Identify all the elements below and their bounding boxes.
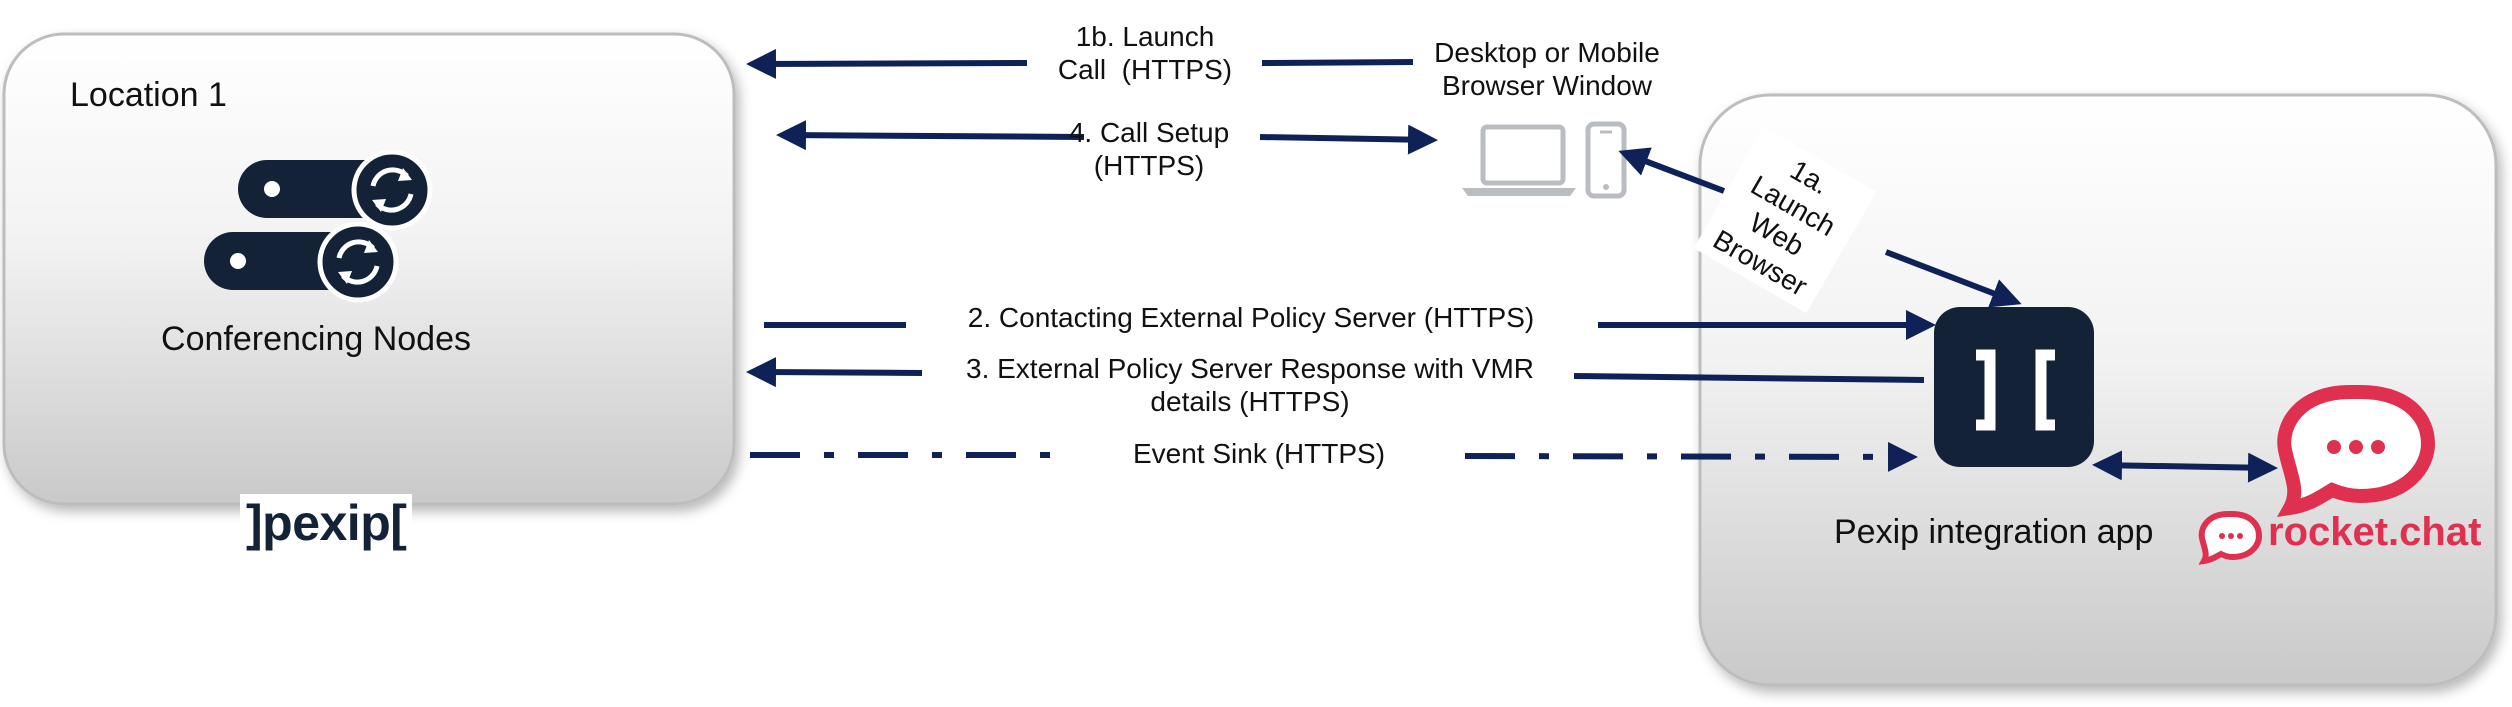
arrow-event-sink bbox=[750, 441, 1918, 472]
arrow-response bbox=[746, 357, 1925, 388]
conferencing-nodes-label: Conferencing Nodes bbox=[161, 320, 471, 358]
call-setup-line2: (HTTPS) bbox=[1093, 150, 1205, 181]
launch-call-line1: 1b. Launch bbox=[1075, 21, 1215, 52]
location-title: Location 1 bbox=[70, 76, 227, 114]
rocketchat-small-icon bbox=[2198, 511, 2263, 565]
integration-box bbox=[1698, 93, 2498, 687]
arrow-call-setup bbox=[776, 120, 1438, 155]
call-setup-label: 4. Call Setup (HTTPS) bbox=[1062, 116, 1236, 182]
pexip-app-icon bbox=[1934, 307, 2094, 467]
arrow-launch-browser bbox=[1618, 147, 2022, 308]
response-label: 3. External Policy Server Response with … bbox=[930, 352, 1570, 418]
server-sync-icon bbox=[204, 149, 433, 303]
response-line2: details (HTTPS) bbox=[1150, 386, 1350, 417]
integration-app-label: Pexip integration app bbox=[1834, 513, 2154, 551]
browser-label: Desktop or Mobile Browser Window bbox=[1394, 36, 1700, 102]
mobile-phone-icon bbox=[1585, 121, 1627, 199]
laptop-icon bbox=[1462, 124, 1576, 196]
rocketchat-wordmark: rocket.chat bbox=[2268, 510, 2482, 554]
arrow-launch-call bbox=[746, 48, 1414, 79]
launch-call-label: 1b. Launch Call (HTTPS) bbox=[1040, 20, 1250, 86]
call-setup-line1: 4. Call Setup bbox=[1068, 117, 1230, 148]
response-line1: 3. External Policy Server Response with … bbox=[966, 353, 1534, 384]
pexip-logo: ]pexip[ bbox=[240, 494, 413, 552]
contacting-label: 2. Contacting External Policy Server (HT… bbox=[967, 302, 1535, 333]
browser-label-line1: Desktop or Mobile bbox=[1434, 37, 1660, 68]
launch-call-line2: Call (HTTPS) bbox=[1057, 54, 1233, 85]
browser-label-line2: Browser Window bbox=[1441, 70, 1653, 101]
arrow-app-rocketchat bbox=[2092, 450, 2278, 483]
rocketchat-icon bbox=[2276, 385, 2436, 518]
event-sink-label: Event Sink (HTTPS) bbox=[1132, 438, 1386, 469]
